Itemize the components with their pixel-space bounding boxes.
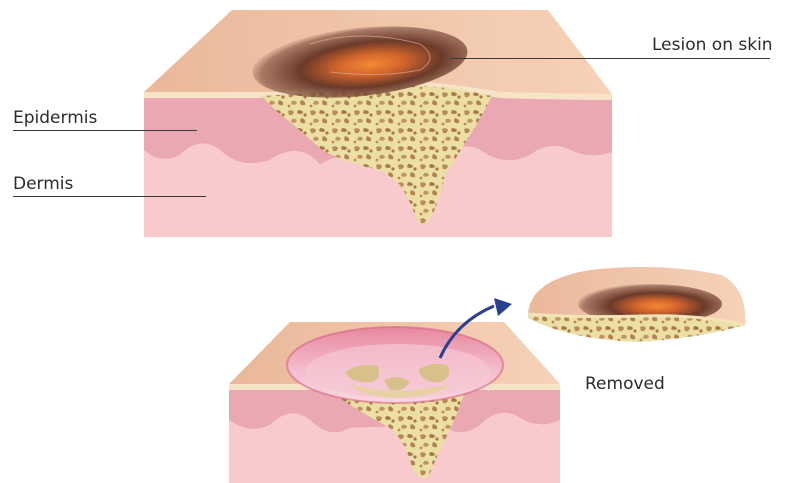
lesion-label: Lesion on skin: [652, 37, 773, 54]
epidermis-leader-line: [13, 130, 197, 131]
dermis-label: Dermis: [13, 176, 73, 193]
lesion-leader-line: [450, 58, 770, 59]
skin-block-bottom: [229, 322, 560, 483]
epidermis-label: Epidermis: [13, 110, 97, 127]
removed-label: Removed: [585, 376, 665, 393]
removed-specimen: [528, 267, 745, 342]
dermis-leader-line: [13, 196, 206, 197]
skin-block-top: [144, 10, 612, 237]
